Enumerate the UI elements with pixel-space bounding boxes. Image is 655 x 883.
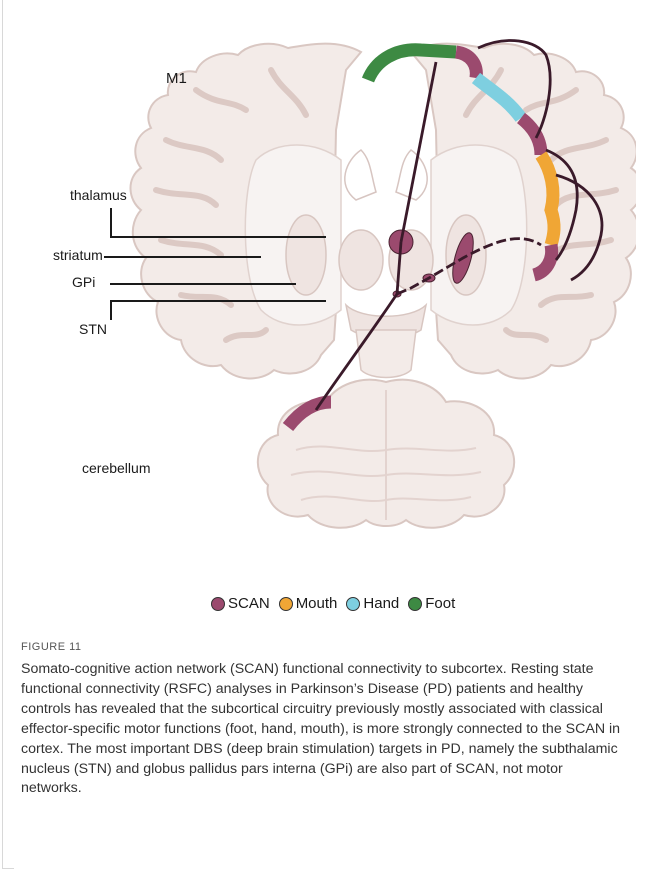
figure-number: FIGURE 11 (21, 641, 82, 653)
white-matter (245, 145, 526, 325)
bottom-border (2, 868, 14, 869)
legend-item-scan: SCAN (211, 595, 270, 612)
left-border (2, 0, 3, 868)
label-thalamus: thalamus (70, 187, 127, 203)
mouth-swatch-icon (279, 597, 293, 611)
label-striatum: striatum (53, 247, 103, 263)
legend-label-scan: SCAN (228, 595, 270, 612)
figure-caption: Somato-cognitive action network (SCAN) f… (21, 660, 621, 799)
label-stn: STN (79, 321, 107, 337)
legend-label-foot: Foot (425, 595, 455, 612)
hand-swatch-icon (346, 597, 360, 611)
legend-item-foot: Foot (408, 595, 455, 612)
legend-item-hand: Hand (346, 595, 399, 612)
label-cerebellum: cerebellum (82, 460, 150, 476)
foot-swatch-icon (408, 597, 422, 611)
scan-swatch-icon (211, 597, 225, 611)
label-m1: M1 (166, 70, 187, 87)
legend-item-mouth: Mouth (279, 595, 338, 612)
legend: SCAN Mouth Hand Foot (211, 595, 460, 612)
brain-diagram (16, 10, 636, 590)
label-gpi: GPi (72, 274, 95, 290)
legend-label-hand: Hand (363, 595, 399, 612)
legend-label-mouth: Mouth (296, 595, 338, 612)
brain-figure: M1 thalamus striatum GPi STN cerebellum … (16, 10, 636, 650)
brainstem (356, 330, 416, 378)
